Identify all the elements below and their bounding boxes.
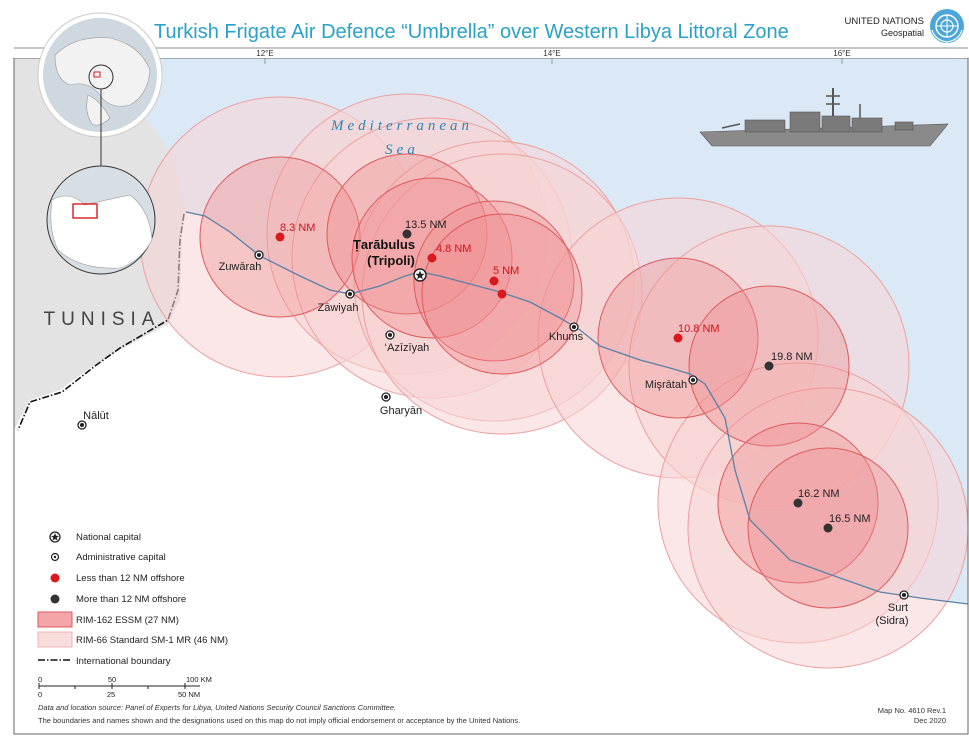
frigate-icon [699,88,949,147]
legend-sm1: RIM-66 Standard SM-1 MR (46 NM) [37,631,228,648]
map-body [14,58,968,734]
scale-nm-50: 50 NM [178,690,200,699]
ship-position-marker [489,276,499,286]
ship-position-marker [793,498,803,508]
svg-text:Administrative capital: Administrative capital [76,552,166,563]
ship-label-4-8: 4.8 NM [436,243,471,255]
graticule [264,58,843,64]
ship-position-marker [823,523,833,533]
ship-position-marker [764,361,774,371]
un-geospatial: Geospatial [881,28,924,38]
dot-circle-icon [254,250,264,260]
scale-km-0: 0 [38,675,42,684]
grid-label-16e: 16°E [833,49,850,58]
svg-text:National capital: National capital [76,532,141,543]
libya-inset-icon [46,165,156,275]
city-surt-line1: Surt [888,602,908,614]
ship-label-10-8: 10.8 NM [678,323,720,335]
sm1-coverage [139,93,968,669]
city-zawiyah: Zāwiyah [318,302,359,314]
ship-position-marker [427,253,437,263]
footer-disclaimer: The boundaries and names shown and the d… [38,716,520,725]
city-gharyan: Gharyān [380,405,422,417]
star-circle-icon [413,268,427,282]
sea-label-line1: Mediterranean [330,118,473,134]
ship-label-16-5: 16.5 NM [829,513,871,525]
city-zuwarah: Zuwārah [219,261,262,273]
grid-strip [14,48,968,58]
grid-label-14e: 14°E [543,49,560,58]
ship-label-19-8: 19.8 NM [771,351,813,363]
svg-text:More than 12 NM offshore: More than 12 NM offshore [76,594,186,605]
un-name: UNITED NATIONS [844,16,924,27]
city-surt-line2: (Sidra) [875,615,908,627]
ship-position-marker [497,289,507,299]
footer-source: Data and location source: Panel of Exper… [38,703,396,712]
coastline [185,211,968,605]
country-label-tunisia: TUNISIA [44,309,161,330]
svg-text:RIM-162 ESSM (27 NM): RIM-162 ESSM (27 NM) [76,615,179,626]
city-nalut: Nālūt [83,410,109,422]
map-title: Turkish Frigate Air Defence “Umbrella” o… [154,21,789,43]
footer-date: Dec 2020 [914,716,946,725]
legend-essm: RIM-162 ESSM (27 NM) [37,611,179,628]
un-emblem-icon [930,9,964,43]
footer-map-no: Map No. 4610 Rev.1 [878,706,946,715]
svg-text:RIM-66 Standard SM-1 MR (46 NM: RIM-66 Standard SM-1 MR (46 NM) [76,635,228,646]
capital-label-line1: Ṭarābulus [353,237,415,252]
ship-positions [275,229,833,533]
scale-km-50: 50 [108,675,116,684]
ship-position-marker [275,232,285,242]
legend-more-12: More than 12 NM offshore [50,594,186,605]
legend-boundary: International boundary [38,656,171,667]
sea-label-line2: Sea [385,142,419,158]
capital-label-line2: (Tripoli) [367,253,415,268]
city-khums: Khums [549,331,584,343]
city-markers [77,250,909,600]
svg-text:Less than 12 NM offshore: Less than 12 NM offshore [76,573,185,584]
ship-label-8-3: 8.3 NM [280,222,315,234]
grid-label-12e: 12°E [256,49,273,58]
legend-less-12: Less than 12 NM offshore [50,573,185,584]
legend-national-capital: National capital [49,531,141,543]
scale-km-100: 100 KM [186,675,212,684]
scale-bar: 0 50 100 KM 0 25 50 NM [38,675,212,699]
scale-nm-25: 25 [107,690,115,699]
city-misratah: Mişrātah [645,379,687,391]
svg-text:International boundary: International boundary [76,656,171,667]
scale-nm-0: 0 [38,690,42,699]
ship-label-5: 5 NM [493,265,519,277]
city-aziziyah: ‘Azīzīyah [385,342,430,354]
ship-label-13-5: 13.5 NM [405,219,447,231]
globe-locator-icon [37,12,163,170]
ship-label-16-2: 16.2 NM [798,488,840,500]
legend-admin-capital: Administrative capital [50,552,166,563]
ship-position-marker [673,333,683,343]
ship-position-marker [402,229,412,239]
legend: National capital Administrative capital … [37,531,228,667]
